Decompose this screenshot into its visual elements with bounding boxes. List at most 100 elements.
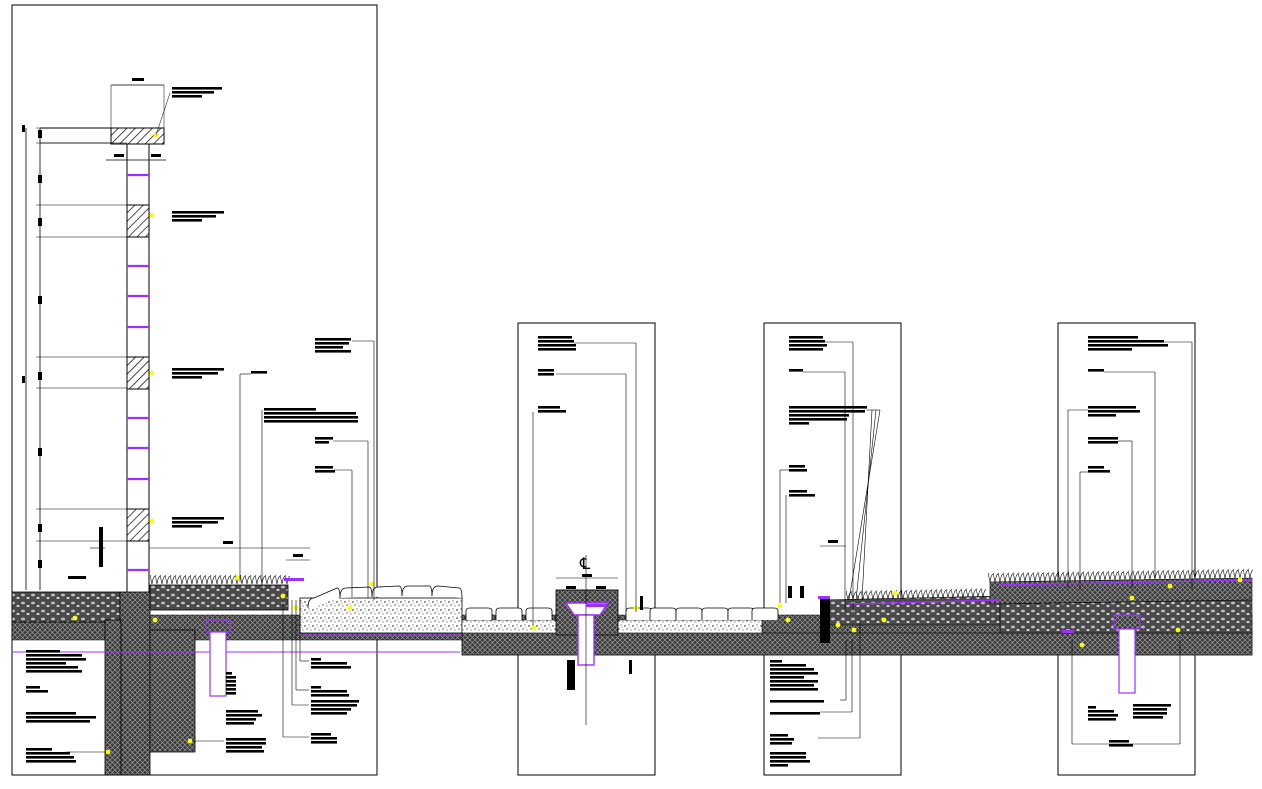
- grass-tuft: [200, 574, 206, 585]
- wall-footing: [119, 591, 151, 776]
- label-text-bar: [226, 738, 266, 741]
- left-panel-callouts: [26, 338, 375, 763]
- label-text-bar: [1088, 441, 1118, 444]
- grass-tuft: [275, 574, 281, 585]
- label-text-bar: [26, 756, 74, 759]
- grass-tuft: [1203, 569, 1209, 579]
- callout-label: [789, 465, 807, 472]
- grass-tuft: [993, 572, 999, 582]
- left-stone-fill: [11, 591, 121, 623]
- grass-tuft: [1163, 569, 1169, 580]
- grass-tuft: [946, 588, 952, 599]
- label-text-bar: [226, 710, 258, 713]
- label-text-bar: [26, 654, 82, 657]
- level-marker: [1079, 642, 1085, 648]
- right-panel-callouts: [1062, 336, 1193, 747]
- level-marker: [1175, 627, 1181, 633]
- callout-label: [770, 700, 824, 703]
- grass-tuft: [205, 574, 211, 585]
- callout-label: [789, 336, 827, 351]
- label-text-bar: [770, 712, 820, 715]
- dimension-text: [22, 376, 25, 383]
- wall-tie-beam-1: [126, 204, 150, 238]
- panel-frames: [11, 4, 1196, 776]
- label-text-bar: [1088, 369, 1104, 372]
- grass-tuft: [1233, 568, 1239, 579]
- label-text-bar: [311, 733, 331, 736]
- callout-label: [1088, 406, 1140, 417]
- right-drain-pipe: [1118, 628, 1136, 694]
- paving-block: [675, 607, 703, 620]
- grass-tuft: [1008, 572, 1014, 582]
- dimension-text: [132, 78, 144, 81]
- label-text-bar: [1133, 704, 1171, 707]
- grass-tuft: [1158, 570, 1164, 580]
- grass-tuft: [1228, 568, 1234, 579]
- grass-tuft: [1018, 572, 1024, 582]
- grass-tuft: [1118, 570, 1124, 580]
- dimension-text: [38, 175, 42, 183]
- paving-block: [465, 607, 493, 620]
- label-text-bar: [770, 664, 806, 667]
- paving-block: [727, 607, 755, 620]
- center-panel-callouts: ℄: [532, 336, 643, 725]
- label-text-bar: [789, 369, 803, 372]
- label-text-bar: [226, 718, 256, 721]
- label-text-bar: [538, 348, 576, 351]
- label-text-bar: [311, 690, 347, 693]
- callout-label: [172, 517, 224, 528]
- grass-tuft: [220, 574, 226, 585]
- callout-label: [770, 752, 810, 767]
- label-text-bar: [315, 338, 351, 341]
- level-marker: [152, 617, 158, 623]
- label-text-bar: [172, 368, 224, 371]
- paving-block: [751, 607, 779, 620]
- subbase-layer: [461, 632, 1253, 656]
- grass-tuft: [921, 589, 927, 599]
- label-text-bar: [538, 369, 554, 372]
- label-text-bar: [789, 414, 849, 417]
- grass-tuft: [1093, 571, 1099, 581]
- wall-tie-beam-3: [126, 508, 150, 542]
- label-text-bar: [1109, 740, 1129, 743]
- label-text-bar: [1088, 718, 1116, 721]
- grass-tuft: [230, 574, 236, 585]
- level-marker: [149, 212, 155, 218]
- label-text-bar: [172, 521, 218, 524]
- callout-label: [315, 338, 351, 353]
- callout-label: [1088, 336, 1168, 351]
- grass-tuft: [225, 574, 231, 585]
- grass-tuft: [911, 589, 917, 599]
- callout-label: [172, 211, 224, 222]
- label-text-bar: [226, 722, 254, 725]
- label-text-bar: [770, 742, 792, 745]
- label-text-bar: [172, 525, 202, 528]
- wall-tie-beam-2: [126, 356, 150, 390]
- grass-tuft: [150, 574, 156, 585]
- dimension-text: [99, 527, 103, 567]
- label-text-bar: [1088, 340, 1164, 343]
- grass-tuft: [1198, 569, 1204, 579]
- label-text-bar: [251, 371, 267, 374]
- dimension-text: [38, 296, 42, 304]
- label-text-bar: [172, 215, 216, 218]
- grass-tuft: [255, 574, 261, 585]
- callout-label: [26, 748, 76, 763]
- grass-tuft: [1048, 571, 1054, 582]
- wall-foundation: [104, 619, 122, 776]
- panel-frame-edge-kerb-section: [763, 322, 902, 776]
- label-text-bar: [770, 752, 806, 755]
- level-marker: [1237, 577, 1243, 583]
- label-text-bar: [1109, 744, 1133, 747]
- grass-tuft: [260, 574, 266, 585]
- label-text-bar: [1088, 437, 1118, 440]
- callout-tag: [1062, 630, 1074, 633]
- label-text-bar: [538, 373, 554, 376]
- callout-label: [1109, 740, 1133, 747]
- grass-tuft: [1143, 570, 1149, 580]
- label-text-bar: [264, 416, 358, 419]
- grass-tuft: [906, 589, 912, 599]
- dimension-text: [223, 541, 233, 544]
- level-marker: [892, 590, 898, 596]
- callout-label: [311, 658, 351, 669]
